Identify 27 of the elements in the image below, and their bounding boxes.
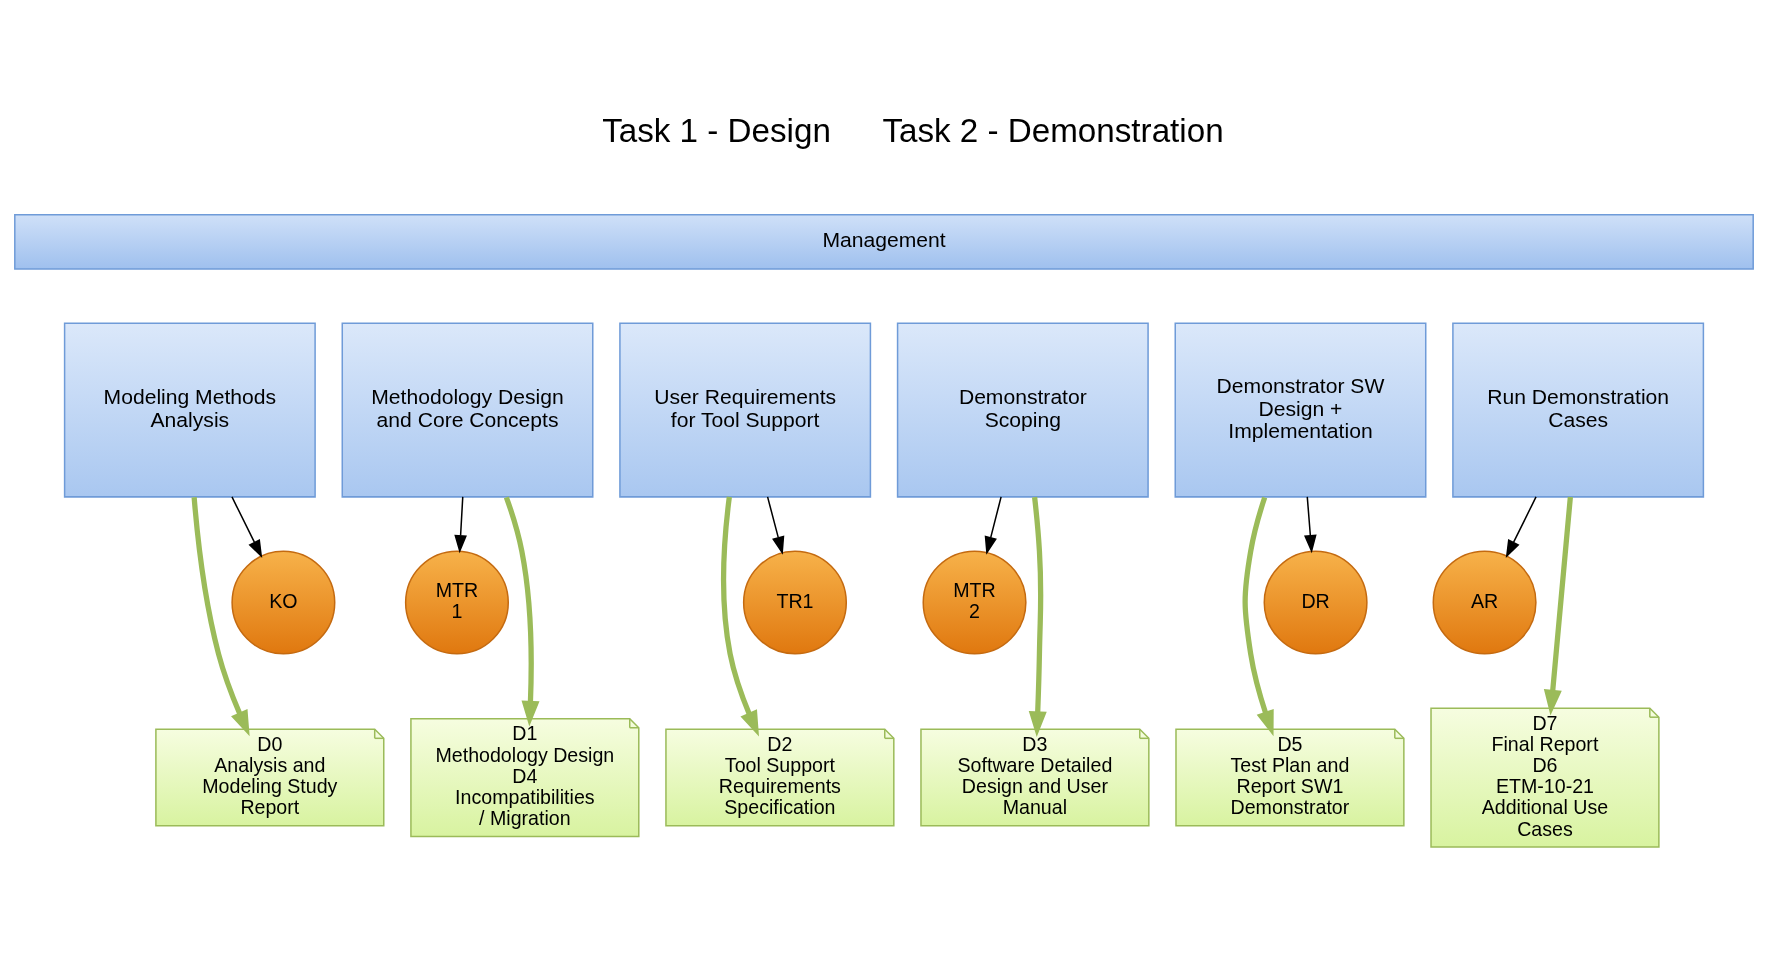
- node-circle: KO: [231, 550, 336, 655]
- arrow: [454, 496, 467, 554]
- node-box: User Requirements for Tool Support: [619, 322, 872, 498]
- label: Task 1 - Design: [602, 111, 831, 149]
- node-box: Demonstrator SW Design + Implementation: [1174, 322, 1427, 498]
- node-circle: MTR 1: [404, 550, 509, 655]
- node-circle: MTR 2: [922, 550, 1027, 655]
- arrow: [231, 496, 263, 559]
- arrow: [503, 496, 540, 727]
- node-circle: TR1: [742, 550, 848, 655]
- arrow: [1543, 496, 1573, 716]
- arrow: [766, 496, 785, 555]
- node-box: Methodology Design and Core Concepts: [341, 322, 594, 498]
- arrow: [721, 496, 759, 737]
- node-circle: DR: [1263, 550, 1368, 655]
- node-box: Modeling Methods Analysis: [63, 322, 316, 498]
- arrow: [1505, 496, 1537, 559]
- arrow: [1028, 496, 1047, 737]
- node-box: Management: [14, 213, 1754, 270]
- node-box: Run Demonstration Cases: [1452, 322, 1705, 498]
- arrow: [984, 496, 1002, 555]
- arrow: [1242, 496, 1274, 737]
- node-circle: AR: [1432, 550, 1537, 655]
- arrow: [191, 497, 250, 737]
- arrow: [1304, 496, 1317, 554]
- node-box: Demonstrator Scoping: [896, 322, 1149, 498]
- label: Task 2 - Demonstration: [882, 111, 1224, 149]
